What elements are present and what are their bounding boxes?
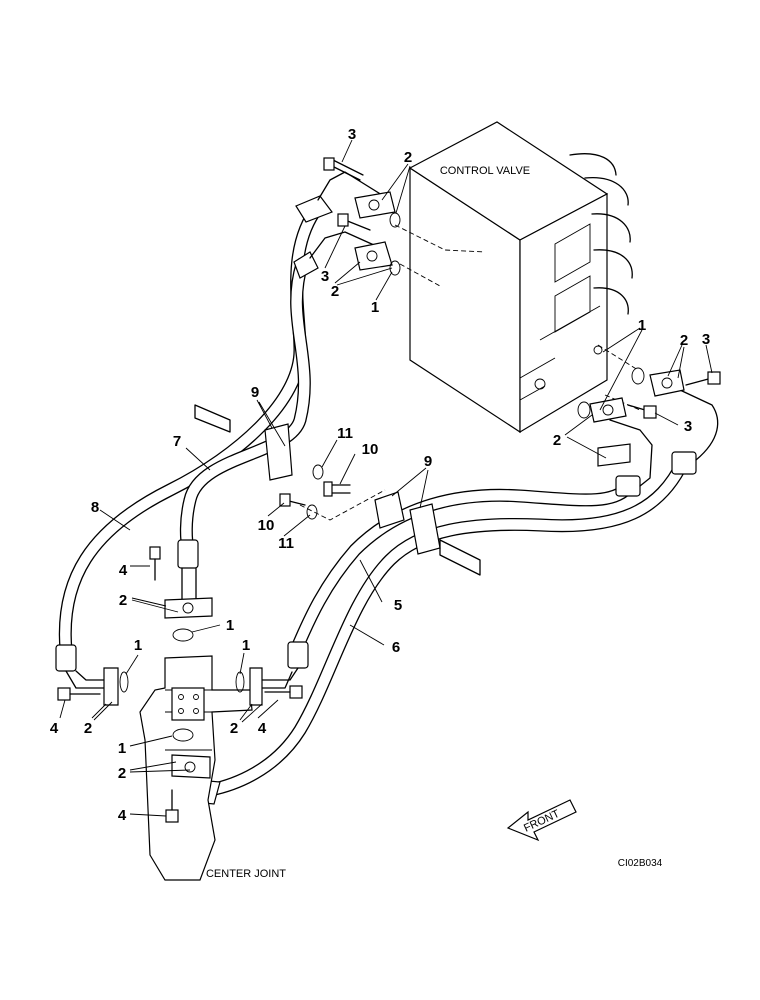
callout-2: 2: [119, 592, 127, 609]
callout-2: 2: [118, 765, 126, 782]
callout-1: 1: [638, 317, 646, 334]
callout-3: 3: [702, 331, 710, 348]
callout-8: 8: [91, 499, 99, 516]
hose-clamps: [194, 404, 481, 576]
callout-2: 2: [680, 332, 688, 349]
callout-1: 1: [242, 637, 250, 654]
callout-2: 2: [404, 149, 412, 166]
callout-4: 4: [50, 720, 59, 737]
callout-2: 2: [553, 432, 561, 449]
callout-1: 1: [134, 637, 142, 654]
flanges-and-orings: [103, 191, 685, 779]
callout-9: 9: [251, 384, 259, 401]
callout-3: 3: [321, 268, 329, 285]
callout-11: 11: [278, 535, 294, 552]
callout-4: 4: [258, 720, 267, 737]
control-valve-label: CONTROL VALVE: [440, 165, 530, 177]
callout-6: 6: [392, 639, 400, 656]
callout-3: 3: [348, 126, 356, 143]
callout-1: 1: [118, 740, 126, 757]
hose-fittings: [55, 171, 719, 805]
callout-labels: 3 2 3 2 1 1 2 3 3 2 9 11 10 9 7 8 10 11 …: [50, 126, 710, 824]
callout-1: 1: [371, 299, 379, 316]
leader-lines: [59, 139, 713, 817]
callout-2: 2: [84, 720, 92, 737]
callout-11: 11: [337, 425, 353, 442]
callout-10: 10: [258, 517, 275, 534]
center-joint-label: CENTER JOINT: [206, 868, 286, 880]
callout-2: 2: [230, 720, 238, 737]
callout-4: 4: [118, 807, 127, 824]
front-arrow-icon: [506, 799, 577, 842]
callout-10: 10: [362, 441, 379, 458]
callout-5: 5: [394, 597, 402, 614]
callout-2: 2: [331, 283, 339, 300]
control-valve-body: [408, 121, 633, 434]
callout-9: 9: [424, 453, 432, 470]
callout-4: 4: [119, 562, 128, 579]
callout-7: 7: [173, 433, 181, 450]
bolts: [57, 157, 721, 823]
callout-3: 3: [684, 418, 692, 435]
figure-id: CI02B034: [618, 858, 663, 869]
callout-1: 1: [226, 617, 234, 634]
